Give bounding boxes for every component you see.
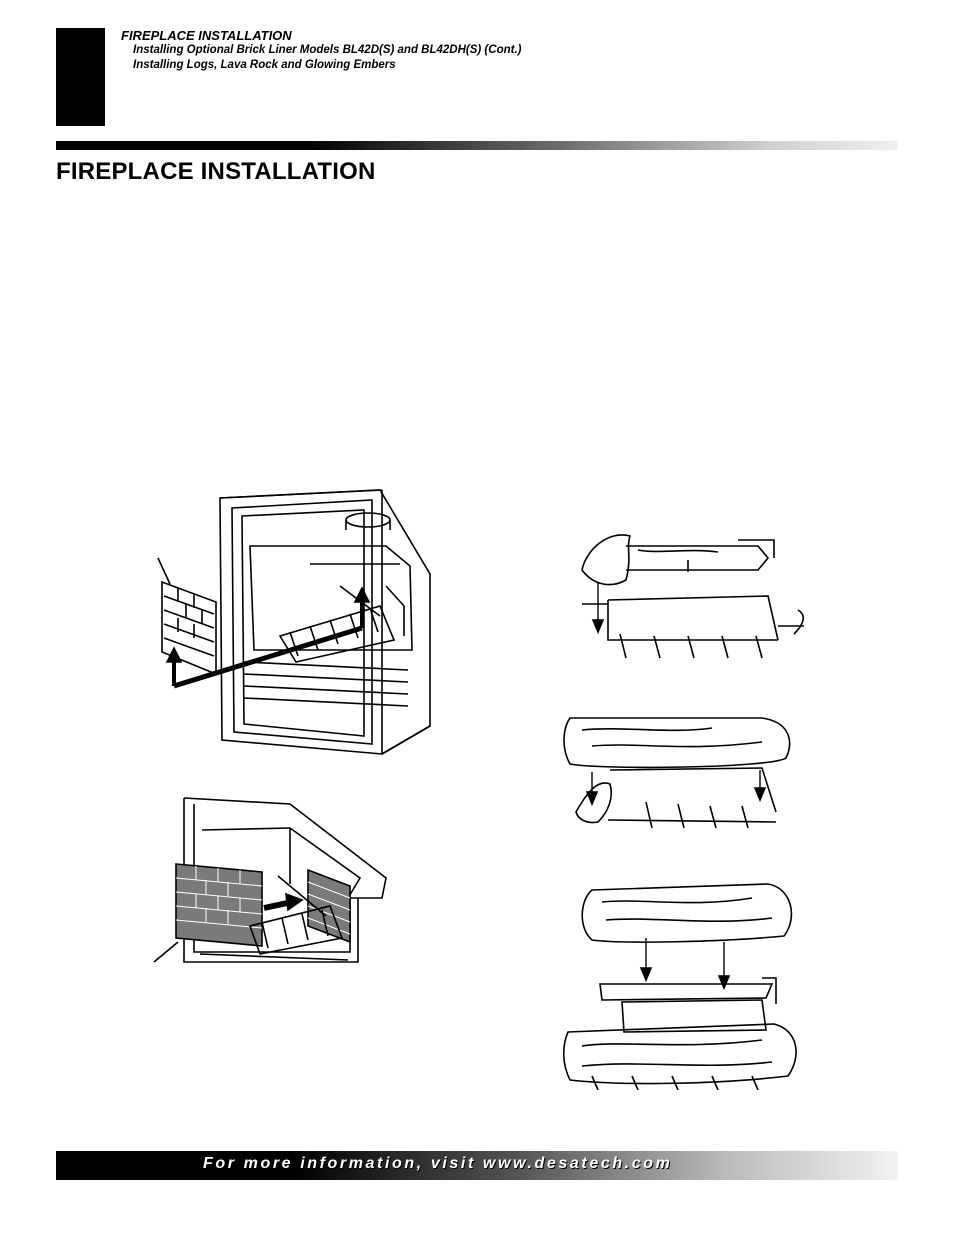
figure-install-side-liner bbox=[150, 794, 400, 974]
header-line-1: Installing Optional Brick Liner Models B… bbox=[133, 44, 522, 56]
page-title: FIREPLACE INSTALLATION bbox=[56, 158, 376, 185]
fireplace-liner-illustration-2 bbox=[153, 797, 387, 963]
figure-log-step-3 bbox=[562, 880, 808, 1090]
log-placement-illustration-1 bbox=[581, 534, 805, 659]
figure-log-step-2 bbox=[562, 712, 798, 832]
log-placement-illustration-3 bbox=[562, 883, 797, 1090]
log-placement-illustration-2 bbox=[563, 717, 791, 829]
figure-install-rear-liner bbox=[150, 486, 450, 766]
section-tab-block bbox=[56, 28, 105, 126]
fireplace-liner-illustration-1 bbox=[157, 489, 431, 755]
header-section-title: FIREPLACE INSTALLATION bbox=[121, 28, 292, 43]
header-gradient-rule bbox=[56, 141, 898, 150]
footer-website-text: For more information, visit www.desatech… bbox=[203, 1155, 673, 1172]
footer-bar: For more information, visit www.desatech… bbox=[56, 1151, 898, 1180]
running-header: FIREPLACE INSTALLATION Installing Option… bbox=[121, 28, 521, 73]
figure-log-step-1 bbox=[568, 530, 808, 660]
header-line-2: Installing Logs, Lava Rock and Glowing E… bbox=[133, 59, 396, 71]
